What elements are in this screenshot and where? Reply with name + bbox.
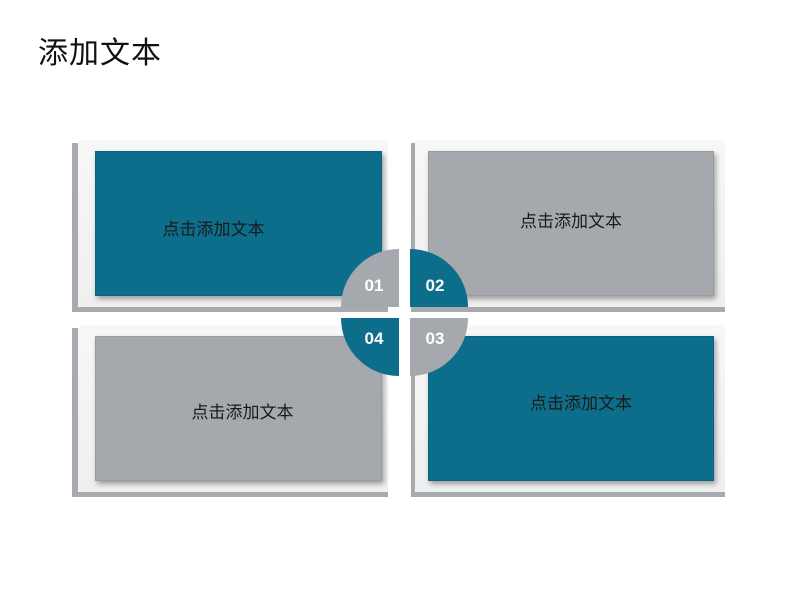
slide-title: 添加文本: [38, 36, 162, 71]
card-top-left[interactable]: 点击添加文本: [95, 151, 382, 296]
card-bottom-left[interactable]: 点击添加文本: [95, 336, 382, 481]
card-bottom-right[interactable]: 点击添加文本: [428, 336, 714, 481]
quadrant-label: 02: [425, 276, 445, 295]
quadrant-label: 03: [425, 329, 445, 348]
left-shadow-bar-top: [72, 143, 78, 311]
middle-shadow-bar-right: [411, 307, 725, 312]
left-shadow-bar-bottom: [72, 328, 78, 496]
card-top-right[interactable]: 点击添加文本: [428, 151, 714, 296]
card-text: 点击添加文本: [191, 403, 294, 423]
center-shadow-bar-top: [411, 143, 415, 311]
card-text: 点击添加文本: [162, 220, 265, 240]
quadrant-label: 01: [364, 276, 384, 295]
card-text: 点击添加文本: [530, 394, 632, 414]
quadrant-label: 04: [364, 329, 384, 348]
bottom-shadow-bar-left: [72, 492, 388, 497]
middle-shadow-bar-left: [72, 307, 388, 312]
card-text: 点击添加文本: [520, 212, 622, 232]
bottom-shadow-bar-right: [411, 492, 725, 497]
center-shadow-bar-bottom: [411, 328, 415, 496]
